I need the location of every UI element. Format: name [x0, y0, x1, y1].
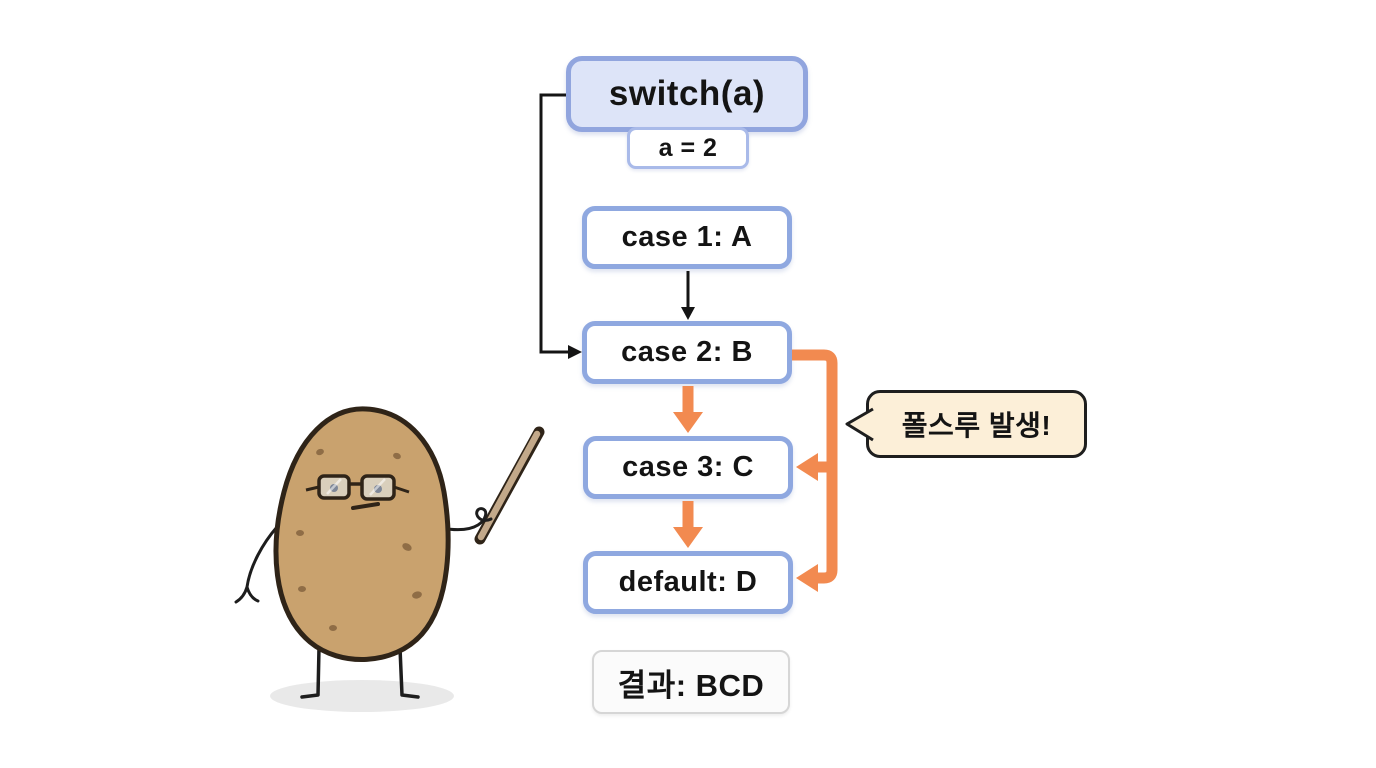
case-1-box: case 1: A [582, 206, 792, 269]
fallthrough-callout-label: 폴스루 발생! [901, 410, 1052, 441]
potato-body [273, 406, 451, 662]
switch-to-case2-arrow [539, 93, 568, 354]
default-box: default: D [583, 551, 793, 614]
case-3-label: case 3: C [622, 451, 754, 483]
result-box: 결과: BCD [592, 650, 790, 714]
glasses-icon [305, 474, 410, 501]
potato-left-arm [234, 525, 279, 604]
result-label: 결과: BCD [617, 667, 765, 703]
switch-to-case2-arrowhead [568, 345, 582, 359]
value-box-label: a = 2 [658, 133, 718, 162]
default-label: default: D [618, 566, 758, 598]
potato-shadow [270, 680, 454, 712]
potato-mouth [351, 502, 380, 510]
case-2-label: case 2: B [621, 336, 753, 368]
switch-box: switch(a) [566, 56, 808, 132]
case-2-box: case 2: B [582, 321, 792, 384]
potato-legs [300, 646, 420, 699]
value-box: a = 2 [627, 127, 749, 169]
case-3-box: case 3: C [583, 436, 793, 499]
potato-spots [296, 448, 422, 631]
fallthrough-callout: 폴스루 발생! [866, 390, 1087, 458]
case2-to-case3-arrowhead [673, 412, 703, 433]
potato-character [234, 406, 545, 712]
switch-box-label: switch(a) [608, 74, 766, 113]
potato-right-arm [439, 507, 493, 532]
bracket-case3-arrowhead [796, 453, 818, 481]
bracket-default-arrowhead [796, 564, 818, 592]
fallthrough-bracket [792, 349, 838, 584]
case3-to-default-arrowhead [673, 527, 703, 548]
case-1-label: case 1: A [621, 221, 753, 253]
pointer-stick [474, 426, 545, 545]
case1-to-case2-arrowhead [681, 307, 695, 320]
